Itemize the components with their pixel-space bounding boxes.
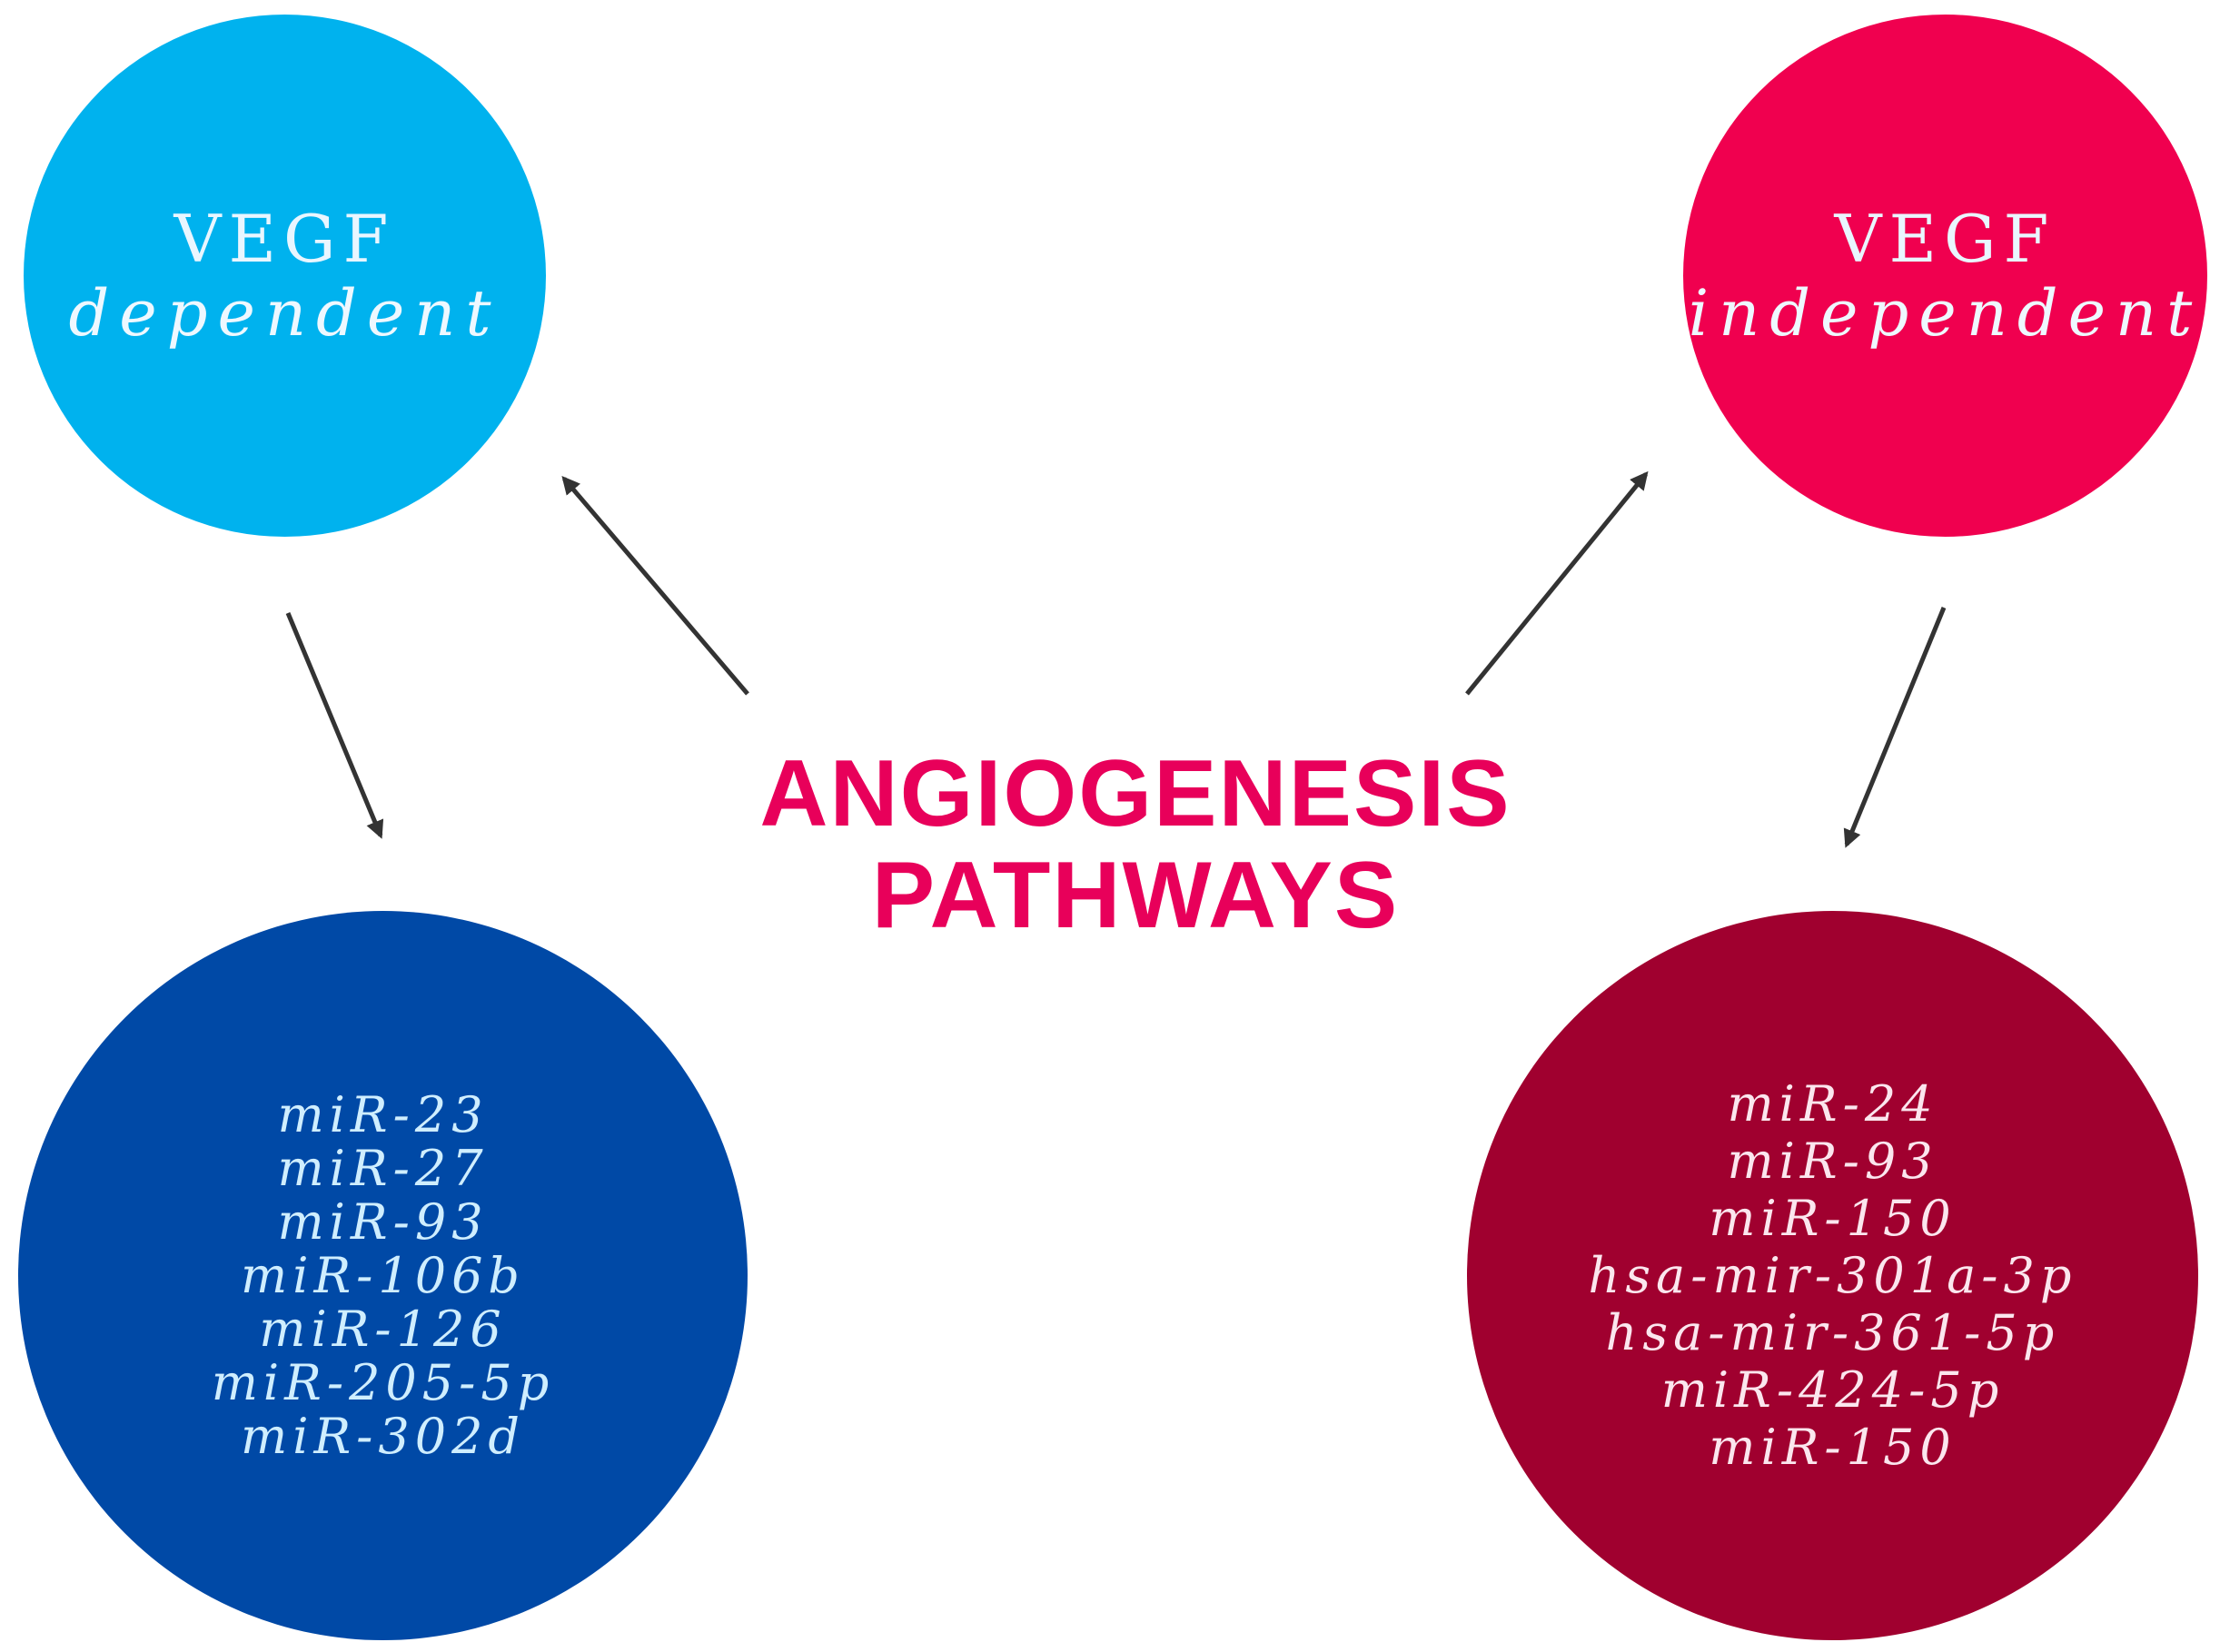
mirna-item: miR-93	[277, 1193, 489, 1251]
vegf-independent-subtitle: independent	[1688, 275, 2203, 351]
vegf-dependent-node: VEGF dependent	[24, 15, 546, 537]
mirna-dependent-node: miR-23 miR-27 miR-93 miR-106b miR-126 mi…	[18, 911, 748, 1640]
title-line-2: PATHWAYS	[871, 843, 1400, 948]
vegf-dependent-title: VEGF	[173, 200, 396, 277]
mirna-item: miR-150	[1709, 1190, 1957, 1247]
mirna-item: miR-150	[1709, 1419, 1957, 1476]
diagram-title: ANGIOGENESIS PATHWAYS	[672, 743, 1599, 946]
mirna-item: miR-424-5p	[1660, 1361, 2005, 1419]
title-line-1: ANGIOGENESIS	[759, 741, 1511, 846]
mirna-item: hsa-mir-301a-3p	[1588, 1247, 2077, 1304]
mirna-independent-list: miR-24 miR-93 miR-150 hsa-mir-301a-3p hs…	[1589, 1075, 2077, 1476]
vegf-dependent-subtitle: dependent	[68, 275, 501, 351]
arrow-vegf-dependent-to-mirs	[285, 612, 384, 839]
vegf-independent-node: VEGF independent	[1683, 15, 2207, 537]
mirna-independent-node: miR-24 miR-93 miR-150 hsa-mir-301a-3p hs…	[1467, 911, 2198, 1640]
arrow-center-to-vegf-dependent	[561, 475, 749, 696]
mirna-item: miR-27	[277, 1140, 489, 1197]
arrow-center-to-vegf-independent	[1465, 470, 1649, 696]
mirna-item: hsa-mir-361-5p	[1605, 1304, 2060, 1361]
mirna-item: miR-106b	[240, 1247, 526, 1304]
mirna-item: miR-302d	[240, 1408, 526, 1465]
mirna-item: miR-93	[1727, 1133, 1938, 1190]
mirna-item: miR-23	[277, 1086, 489, 1143]
mirna-item: miR-205-5p	[211, 1354, 555, 1411]
arrow-vegf-independent-to-mirs	[1843, 607, 1947, 848]
mirna-dependent-list: miR-23 miR-27 miR-93 miR-106b miR-126 mi…	[212, 1088, 555, 1463]
mirna-item: miR-126	[259, 1301, 507, 1358]
vegf-independent-title: VEGF	[1834, 200, 2056, 277]
mirna-item: miR-24	[1727, 1075, 1938, 1133]
